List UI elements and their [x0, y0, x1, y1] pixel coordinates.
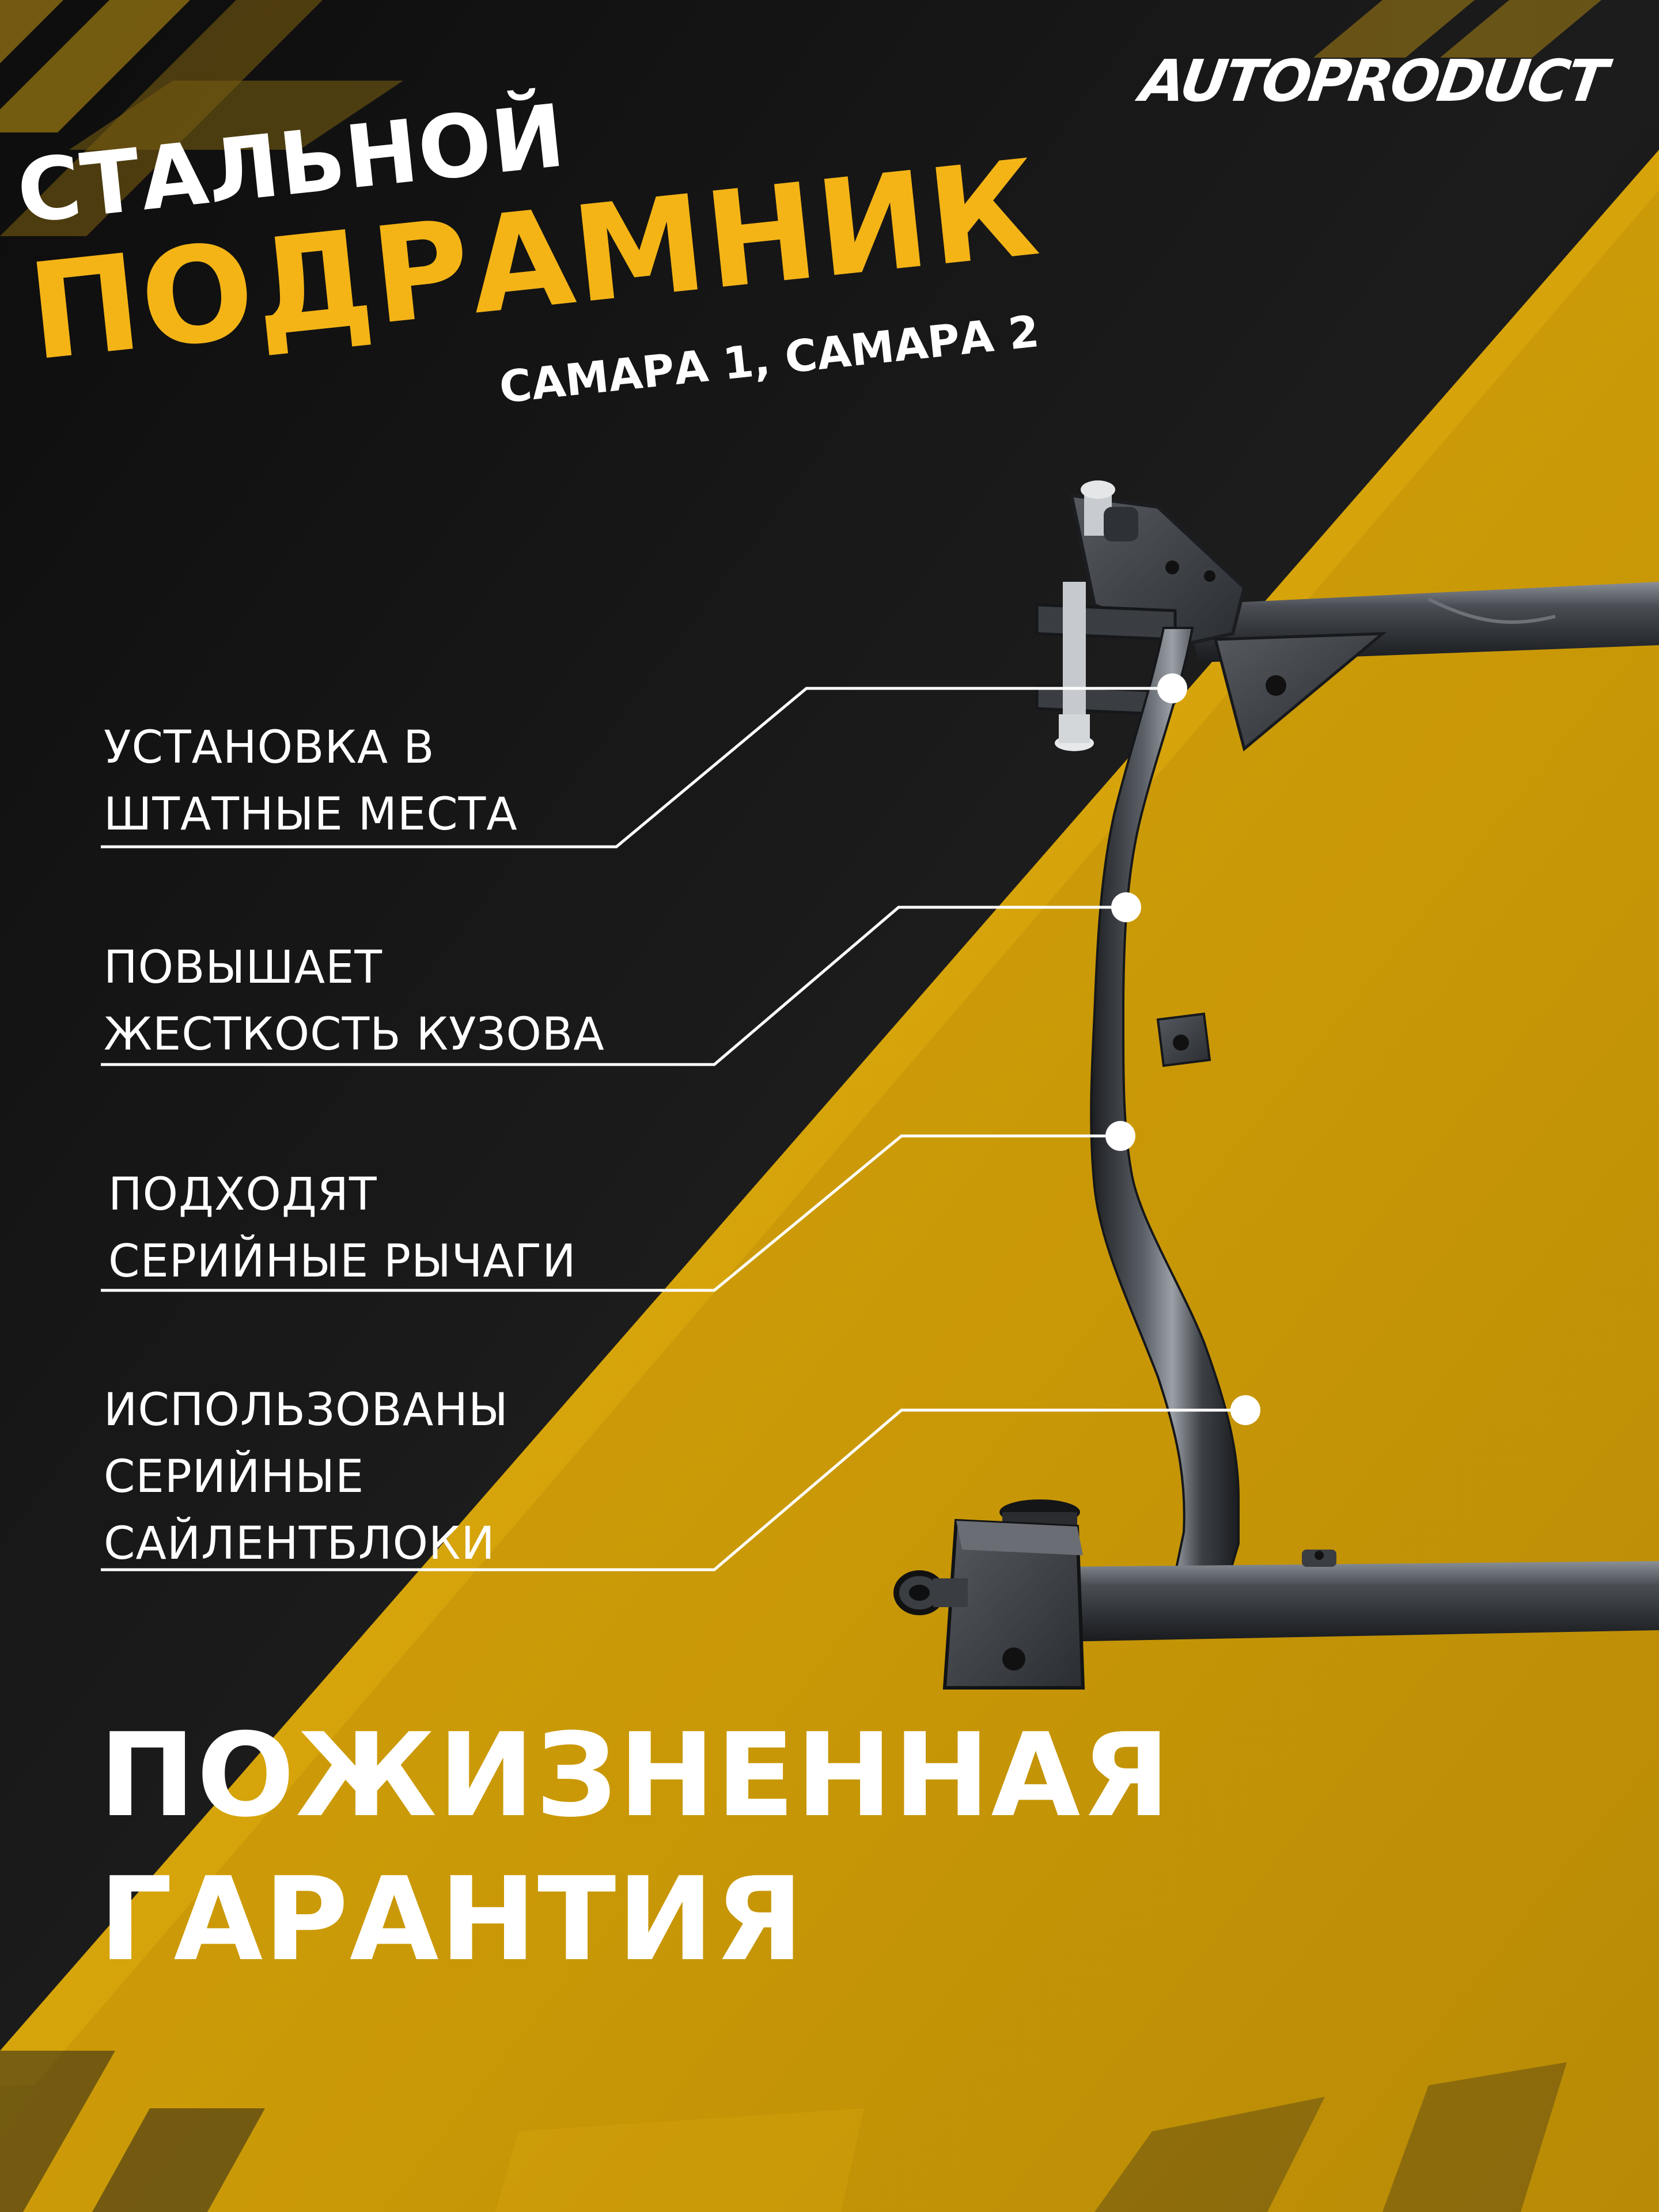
bottom-tube: [1054, 1561, 1659, 1642]
feature-3-line-1: ПОДХОДЯТ: [108, 1169, 377, 1221]
warranty-line-2: ГАРАНТИЯ: [99, 1853, 805, 1987]
feature-1: УСТАНОВКА В ШТАТНЫЕ МЕСТА: [104, 714, 518, 848]
mount-flange: [1035, 603, 1177, 641]
feature-2: ПОВЫШАЕТ ЖЕСТКОСТЬ КУЗОВА: [104, 934, 605, 1068]
feature-4: ИСПОЛЬЗОВАНЫ СЕРИЙНЫЕ САЙЛЕНТБЛОКИ: [104, 1377, 509, 1577]
feature-3: ПОДХОДЯТ СЕРИЙНЫЕ РЫЧАГИ: [108, 1161, 577, 1295]
feature-1-line-2: ШТАТНЫЕ МЕСТА: [104, 789, 518, 840]
side-tube: [1090, 627, 1240, 1603]
feature-4-line-3: САЙЛЕНТБЛОКИ: [104, 1518, 495, 1570]
brand-logo: AUTOPRODUCT: [1136, 47, 1609, 115]
hazard-stripes-top-left: [0, 0, 403, 236]
feature-2-line-2: ЖЕСТКОСТЬ КУЗОВА: [104, 1009, 605, 1060]
warranty-heading: ПОЖИЗНЕННАЯ ГАРАНТИЯ: [99, 1704, 1171, 1992]
feature-1-line-1: УСТАНОВКА В: [104, 722, 435, 774]
feature-4-line-2: СЕРИЙНЫЕ: [104, 1451, 365, 1503]
feature-3-line-2: СЕРИЙНЫЕ РЫЧАГИ: [108, 1236, 577, 1287]
feature-4-line-1: ИСПОЛЬЗОВАНЫ: [104, 1384, 509, 1436]
feature-2-line-1: ПОВЫШАЕТ: [104, 942, 383, 994]
hazard-stripes-top-right: [1313, 0, 1601, 58]
hazard-stripes-bottom: [0, 2051, 1567, 2212]
warranty-line-1: ПОЖИЗНЕННАЯ: [99, 1709, 1172, 1843]
